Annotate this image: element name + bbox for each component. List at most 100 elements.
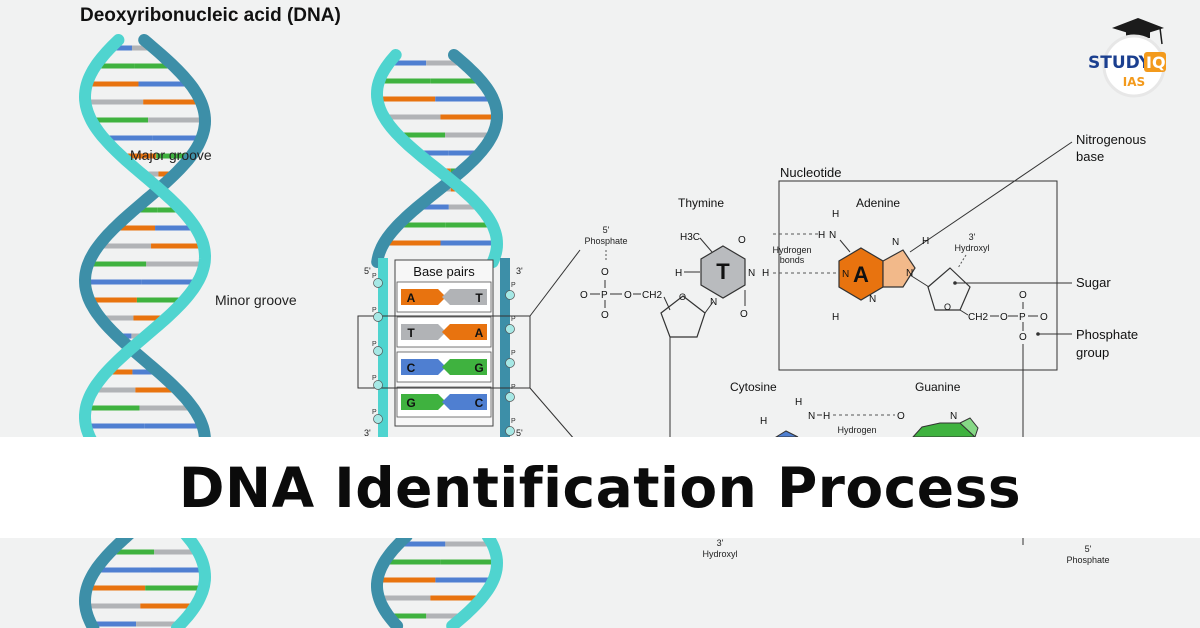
thymine-o-top: O [738,235,746,246]
base-right-letter: A [475,326,484,340]
three-prime-bottom-left: 3' [364,428,371,438]
thymine-molecule: T H3C O O N H H N [675,232,769,320]
five-phosphate-top-2: Phosphate [584,236,627,246]
helix-strand-front [78,34,212,628]
cytosine-guanine-partial: H N H O Hydrogen H N [760,397,979,438]
banner-title: DNA Identification Process [178,455,1022,520]
logo-iq: IQ [1146,53,1166,72]
thymine-n-right: N [748,268,755,279]
base-left-block [401,394,446,410]
phosphate-marker [505,290,515,300]
phosphate-p-left: P [601,290,608,301]
five-phosphate-bottom-2: Phosphate [1066,555,1109,565]
adenine-n-bottom: N [869,294,876,305]
phosphate-marker-label: P [372,341,377,348]
base-right-block [442,324,487,340]
nucleotide-box [778,180,1058,371]
base-left-letter: G [406,396,415,410]
cytosine-h-right: H [823,411,830,422]
ch2-right: CH2 [968,312,988,323]
cytosine-n: N [808,411,815,422]
adenine-n-left: N [842,269,849,280]
phosphate-marker [505,324,515,334]
three-hydroxyl-bottom-2: Hydroxyl [702,549,737,559]
sugar-left-o: O [679,292,686,302]
thymine-label: Thymine [678,196,724,210]
adenine-h-bottom: H [832,312,839,323]
sugar-right-o: O [944,302,951,312]
phosphate-o-bottom-right: O [1019,332,1027,343]
thymine-h-right: H [762,268,769,279]
nucleotide-label: Nucleotide [780,165,841,180]
phosphate-o-top-right: O [1019,290,1027,301]
base-right-letter: C [475,396,484,410]
sugar-left [660,295,706,338]
base-left-block [401,289,446,305]
minor-groove-label: Minor groove [215,292,297,308]
thymine-methyl: H3C [680,232,700,243]
helix-strand-front [446,530,504,628]
middle-helix-bottom [371,530,504,628]
title-banner: DNA Identification Process [0,437,1200,538]
cytosine-h-top: H [795,397,802,408]
sugar-label: Sugar [1076,275,1111,290]
phosphate-group-label-2: group [1076,345,1109,360]
helix-strand-back [371,49,503,268]
base-left-block [401,359,446,375]
phosphate-marker-label: P [511,316,516,323]
phosphate-marker-label: P [511,350,516,357]
five-phosphate-bottom-1: 5' [1085,544,1092,554]
five-prime-bottom-right: 5' [516,428,523,438]
phosphate-o-mid-right: O [1000,312,1008,323]
adenine-h-pent: H [922,236,929,247]
three-hydroxyl-top-1: 3' [969,232,976,242]
phosphate-o-far-right: O [1040,312,1048,323]
base-right-letter: T [475,291,483,305]
guanine-n-top: N [950,411,957,422]
phosphate-marker-label: P [511,282,516,289]
logo-ias: IAS [1123,75,1145,89]
thymine-n-bottom: N [710,297,717,308]
nitrogenous-base-label-2: base [1076,149,1104,164]
base-left-block [401,324,446,340]
phosphate-marker [373,278,383,288]
adenine-h-top2: H [818,230,825,241]
three-prime-top-right: 3' [516,266,523,276]
sugar-right [927,267,971,311]
base-right-block [442,289,487,305]
phosphate-marker-label: P [372,409,377,416]
base-pairs-label: Base pairs [413,264,475,279]
study-iq-logo: STUDY IQ IAS [1088,18,1166,98]
phosphate-marker [505,392,515,402]
phosphate-p-right: P [1019,312,1026,323]
base-right-block [442,359,487,375]
phosphate-o-right-left: O [624,290,632,301]
adenine-letter: A [853,262,869,287]
cytosine-h-left: H [760,416,767,427]
base-pair-highlight-box [357,315,531,389]
base-right-letter: G [474,361,483,375]
cytosine-label: Cytosine [730,380,777,394]
phosphate-marker [373,346,383,356]
phosphate-marker-label: P [372,273,377,280]
hydrogen-label-partial: Hydrogen [837,425,876,435]
diagram-title: Deoxyribonucleic acid (DNA) [80,5,341,26]
phosphate-marker-label: P [511,384,516,391]
guanine-o: O [897,411,905,422]
three-hydroxyl-top-2: Hydroxyl [954,243,989,253]
phosphate-marker-label: P [372,307,377,314]
three-hydroxyl-bottom-1: 3' [717,538,724,548]
thymine-ring [700,245,746,299]
guanine-label: Guanine [915,380,961,394]
base-right-block [442,394,487,410]
phosphate-marker-label: P [372,375,377,382]
nitrogenous-base-label-1: Nitrogenous [1076,132,1147,147]
thymine-h-left: H [675,268,682,279]
middle-double-helix [370,49,510,628]
five-phosphate-top-1: 5' [603,225,610,235]
